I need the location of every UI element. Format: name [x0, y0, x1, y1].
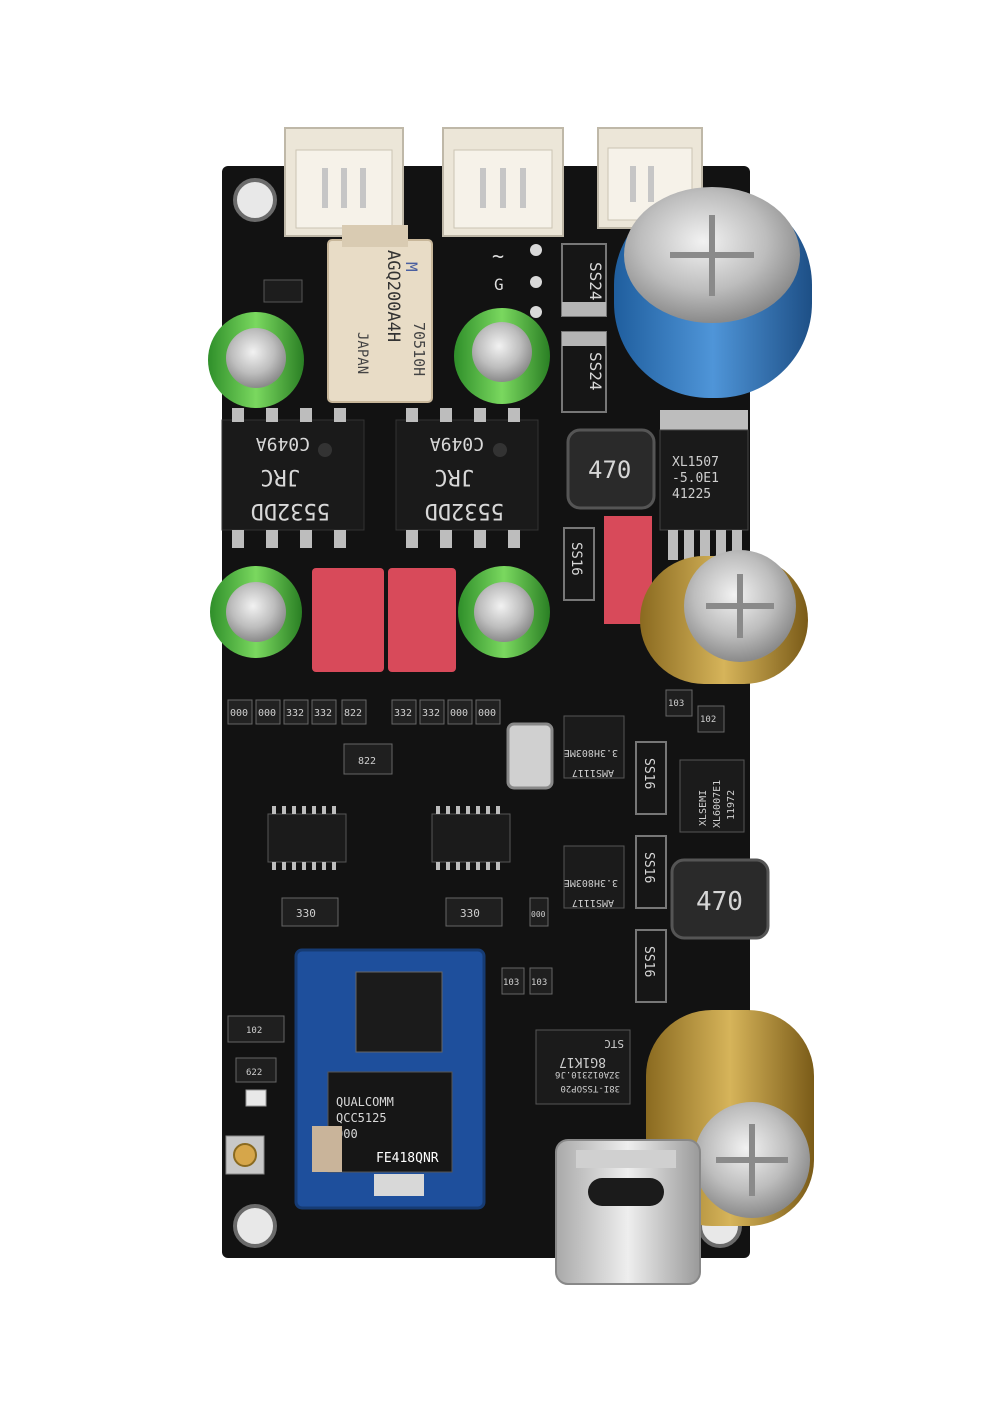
- resistor-row-2: 822: [343, 743, 393, 775]
- inductor-bottom: 470: [670, 858, 770, 940]
- inductor-top: 470: [566, 428, 656, 510]
- svg-text:11972: 11972: [726, 790, 737, 820]
- svg-text:SS16: SS16: [641, 758, 656, 789]
- svg-text:822: 822: [358, 756, 376, 767]
- cap-gold-mid: [640, 550, 808, 684]
- cap-green-top-right: [454, 308, 550, 404]
- diode-ss16-right-3: SS16: [635, 929, 667, 1003]
- resistor-row-1: 000 000 332 332 822 332 332 000 000: [227, 699, 501, 725]
- svg-text:332: 332: [314, 708, 332, 719]
- usb-c-port: [555, 1139, 701, 1285]
- mcu-chip: STC 8G1K17 3ZA012310.J6 38I-TSSOP20: [535, 1029, 631, 1105]
- svg-text:000: 000: [230, 708, 248, 719]
- opamp-left-line3: 5532DD: [251, 498, 330, 523]
- svg-text:3.3H803ME: 3.3H803ME: [564, 877, 618, 888]
- svg-text:41225: 41225: [672, 487, 711, 502]
- boost-chip: XLSEMI XL6007E1 11972: [679, 759, 745, 833]
- opamp-left-line1: C049A: [256, 433, 310, 454]
- svg-text:AMS1117: AMS1117: [572, 897, 614, 908]
- relay-model: AGQ200A4H: [383, 250, 403, 342]
- film-cap-right: [388, 568, 456, 672]
- relay-code: 70510H: [410, 322, 428, 376]
- opamp-right-line3: 5532DD: [425, 498, 504, 523]
- diode-ss24-top: SS24: [561, 243, 607, 317]
- relay: M 70510H AGQ200A4H JAPAN: [327, 225, 433, 403]
- bt-model: QCC5125: [336, 1111, 387, 1125]
- svg-text:000: 000: [258, 708, 276, 719]
- svg-text:000: 000: [478, 708, 496, 719]
- svg-text:332: 332: [394, 708, 412, 719]
- svg-text:470: 470: [696, 887, 743, 917]
- svg-text:SS16: SS16: [641, 946, 656, 977]
- svg-text:332: 332: [422, 708, 440, 719]
- bluetooth-module: QUALCOMM QCC5125 000 FE418QNR: [294, 948, 486, 1210]
- svg-text:102: 102: [700, 715, 716, 725]
- ldo-1: AMS1117 3.3H803ME: [563, 715, 625, 779]
- svg-text:103: 103: [531, 978, 547, 988]
- film-cap-left: [312, 568, 384, 672]
- svg-text:332: 332: [286, 708, 304, 719]
- diode-ss16-right-2: SS16: [635, 835, 667, 909]
- opamp-right-line1: C049A: [430, 433, 484, 454]
- resistor-row-4: 103 102 103 103 102 622: [227, 689, 725, 1083]
- resistor-row-3: 330 330 000: [281, 897, 549, 927]
- relay-origin: JAPAN: [354, 332, 370, 374]
- connector-left: [284, 127, 404, 237]
- svg-text:3.3H803ME: 3.3H803ME: [564, 747, 618, 758]
- diode-ss24-bottom: SS24: [561, 331, 607, 413]
- svg-text:-5.0E1: -5.0E1: [672, 471, 719, 486]
- svg-text:470: 470: [588, 456, 631, 484]
- dac-chip-right: [431, 806, 511, 870]
- svg-text:38I-TSSOP20: 38I-TSSOP20: [560, 1083, 620, 1093]
- cap-green-mid-left: [210, 566, 302, 658]
- cap-green-top-left: [208, 312, 304, 408]
- pin-label-g: G: [494, 275, 504, 294]
- svg-text:8G1K17: 8G1K17: [559, 1054, 606, 1069]
- svg-text:330: 330: [296, 907, 316, 920]
- svg-text:STC: STC: [604, 1037, 624, 1050]
- bt-id: FE418QNR: [376, 1151, 439, 1166]
- opamp-left-line2: JRC: [260, 464, 300, 489]
- svg-text:3ZA012310.J6: 3ZA012310.J6: [555, 1069, 620, 1079]
- diode-ss16-right-1: SS16: [635, 741, 667, 815]
- bt-brand: QUALCOMM: [336, 1095, 394, 1109]
- status-led: [245, 1089, 267, 1107]
- svg-text:000: 000: [450, 708, 468, 719]
- antenna-connector: [225, 1135, 265, 1175]
- dac-chip-left: [267, 806, 347, 870]
- crystal: [506, 722, 554, 790]
- svg-text:SS16: SS16: [641, 852, 656, 883]
- ldo-2: AMS1117 3.3H803ME: [563, 845, 625, 909]
- svg-text:622: 622: [246, 1068, 262, 1078]
- svg-text:103: 103: [668, 699, 684, 709]
- opamp-left: C049A JRC 5532DD: [221, 408, 365, 548]
- svg-text:103: 103: [503, 978, 519, 988]
- svg-text:XLSEMI: XLSEMI: [698, 790, 709, 826]
- svg-text:SS24: SS24: [586, 352, 605, 391]
- transistor-top-left: [263, 279, 303, 303]
- opamp-right: C049A JRC 5532DD: [395, 408, 539, 548]
- cap-blue: [614, 187, 812, 398]
- svg-text:822: 822: [344, 708, 362, 719]
- cap-green-mid-right: [458, 566, 550, 658]
- opamp-right-line2: JRC: [434, 464, 474, 489]
- svg-text:XL6007E1: XL6007E1: [712, 780, 723, 828]
- svg-text:SS24: SS24: [586, 262, 605, 301]
- svg-text:000: 000: [531, 910, 546, 919]
- svg-text:330: 330: [460, 907, 480, 920]
- svg-text:XL1507: XL1507: [672, 455, 719, 470]
- connector-middle: [442, 127, 564, 237]
- pin-label-tilde: ~: [492, 244, 504, 268]
- svg-text:SS16: SS16: [568, 542, 584, 576]
- relay-brand: M: [402, 262, 421, 272]
- svg-text:AMS1117: AMS1117: [572, 767, 614, 778]
- regulator-xl1507: XL1507 -5.0E1 41225: [659, 410, 749, 560]
- diode-ss16-mid: SS16: [563, 527, 595, 601]
- svg-text:102: 102: [246, 1026, 262, 1036]
